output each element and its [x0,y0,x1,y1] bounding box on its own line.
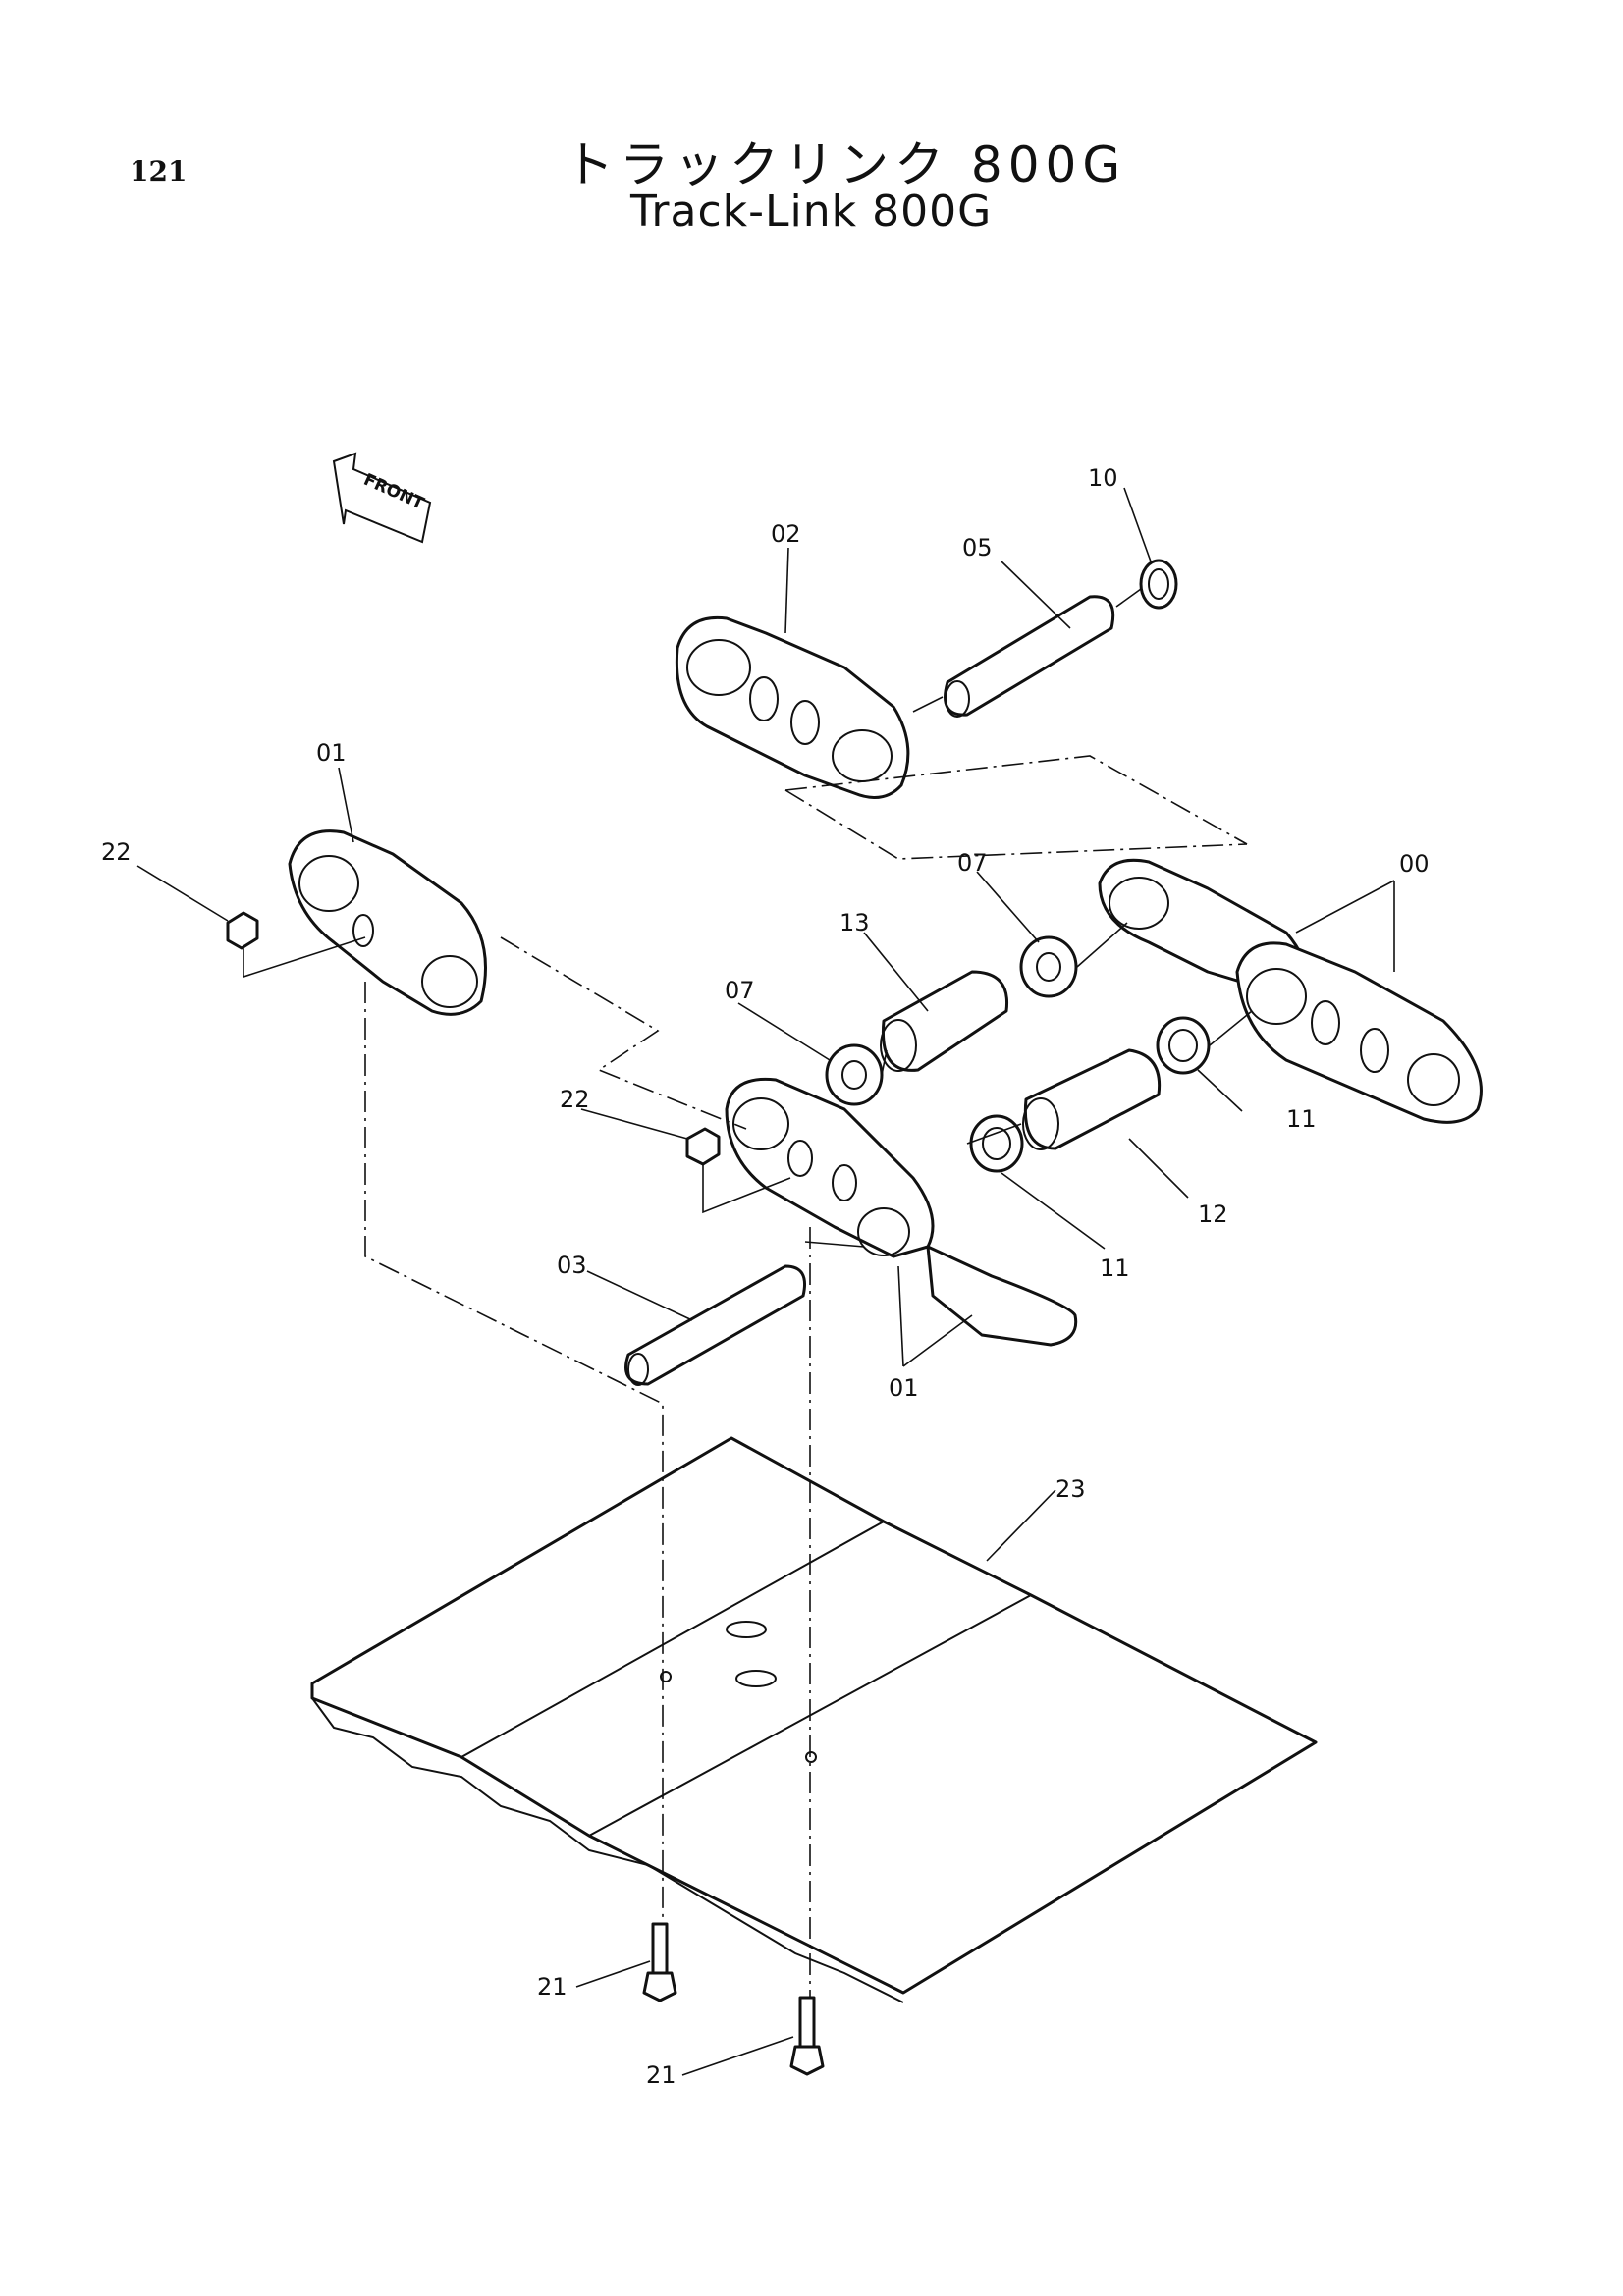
callout-21-left: 21 [537,1973,568,2001]
callout-22-left: 22 [101,838,132,866]
callout-03: 03 [557,1252,587,1279]
title-english: Track-Link 800G [630,187,993,237]
title-japanese: トラックリンク 800G [565,136,1127,193]
pin-03 [624,1264,806,1386]
callout-13: 13 [839,909,870,936]
assembly-lines [243,588,1253,1998]
front-label: FRONT [360,470,427,514]
callout-02: 02 [771,520,801,548]
callout-00: 00 [1399,850,1430,878]
bolt-21-right [789,1996,825,2076]
snap-ring-10 [1139,559,1178,610]
callout-leaders [136,487,1395,2076]
bolt-21-left [642,1922,677,2002]
callout-11-right: 11 [1286,1105,1317,1133]
callout-12: 12 [1198,1201,1228,1228]
callout-21-right: 21 [646,2061,676,2089]
seal-11-lower [969,1114,1024,1173]
callout-10: 10 [1088,464,1118,492]
track-shoe-23 [310,1436,1318,2003]
seal-11-upper [1156,1016,1211,1075]
link-01-left [288,829,487,1016]
callout-01-center: 01 [889,1374,919,1402]
nut-22-left [226,911,259,950]
callout-05: 05 [962,534,993,561]
spacer-07-lower [825,1043,884,1106]
nut-22-center [685,1127,721,1166]
bushing-13 [880,970,1009,1072]
callout-07-lower: 07 [725,977,755,1004]
page-number: 121 [130,155,188,187]
callout-22-center: 22 [560,1086,590,1113]
bushing-12 [1022,1048,1162,1150]
callout-23: 23 [1055,1475,1086,1503]
pin-05 [944,595,1115,718]
front-arrow: FRONT [332,452,432,544]
callout-07-upper: 07 [957,849,988,877]
link-pair-00 [1098,858,1483,1124]
spacer-07-upper [1019,935,1078,998]
link-02 [675,615,910,799]
callout-11-lower: 11 [1100,1255,1130,1282]
callout-labels: 10 02 05 01 22 00 07 13 07 11 12 11 22 0… [101,464,1430,2089]
callout-01-left: 01 [316,739,347,767]
